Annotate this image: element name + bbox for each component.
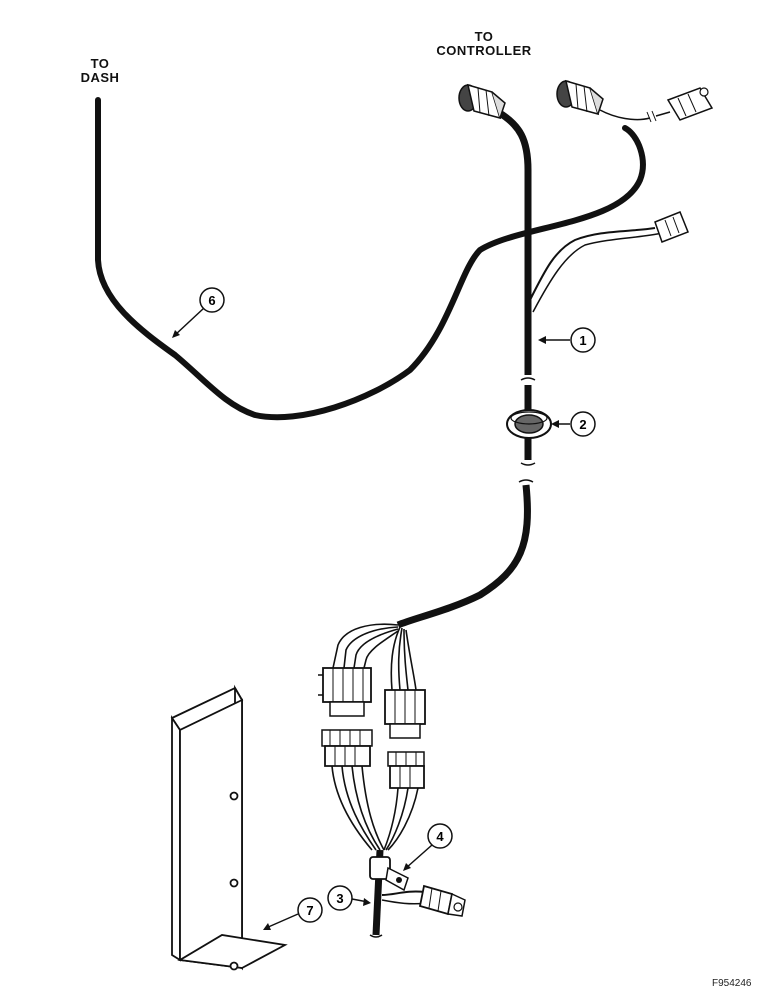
to-controller-label: TO CONTROLLER: [428, 30, 540, 58]
callout-1: 1: [538, 327, 596, 353]
multipin-connector-upper-right: [384, 689, 426, 739]
multipin-connector-lower-left: [321, 729, 373, 767]
to-controller-line1: TO: [474, 29, 494, 44]
callout-2-text: 2: [579, 417, 586, 432]
lower-breakout-wires: [331, 765, 419, 851]
to-dash-line1: TO: [90, 56, 110, 71]
thin-wire-branch-2: [532, 232, 663, 313]
to-dash-label: TO DASH: [80, 57, 120, 85]
multipin-connector-upper-left: [318, 667, 372, 717]
to-controller-line2: CONTROLLER: [436, 43, 532, 58]
side-wire: [381, 890, 426, 896]
cable-break-mark: [369, 934, 383, 938]
to-dash-line2: DASH: [80, 70, 120, 85]
cable-clamp: [369, 856, 409, 892]
figure-id: F954246: [712, 978, 752, 989]
callout-4-text: 4: [436, 829, 444, 844]
main-cable-lower: [396, 484, 531, 629]
callout-7-text: 7: [306, 903, 313, 918]
weatherpack-connector: [418, 884, 466, 917]
wire-break-mark: [646, 110, 657, 123]
callout-3-text: 3: [336, 891, 343, 906]
grommet: [506, 409, 552, 439]
small-connector-top: [666, 87, 714, 121]
callout-4: 4: [403, 823, 453, 871]
round-connector-left: [458, 83, 506, 120]
multipin-connector-lower-right: [387, 751, 425, 789]
callout-6-text: 6: [208, 293, 215, 308]
breakout-wires: [332, 623, 417, 691]
cable-break-mark: [520, 377, 536, 381]
thin-wire-top: [599, 109, 651, 121]
cable-break-mark: [520, 462, 536, 466]
callout-1-text: 1: [579, 333, 586, 348]
callout-3: 3: [327, 885, 371, 911]
thin-wire-top-2: [655, 111, 671, 117]
small-connector-side: [654, 211, 689, 243]
round-connector-right: [556, 79, 604, 116]
thin-wire-branch: [529, 227, 656, 301]
main-cable-upper: [496, 108, 532, 375]
mounting-bracket: [170, 684, 288, 971]
cable-break-mark: [518, 479, 534, 483]
callout-6: 6: [172, 287, 225, 338]
callout-7: 7: [263, 897, 323, 930]
callout-2: 2: [551, 411, 596, 437]
cable-to-dash: [95, 97, 646, 421]
